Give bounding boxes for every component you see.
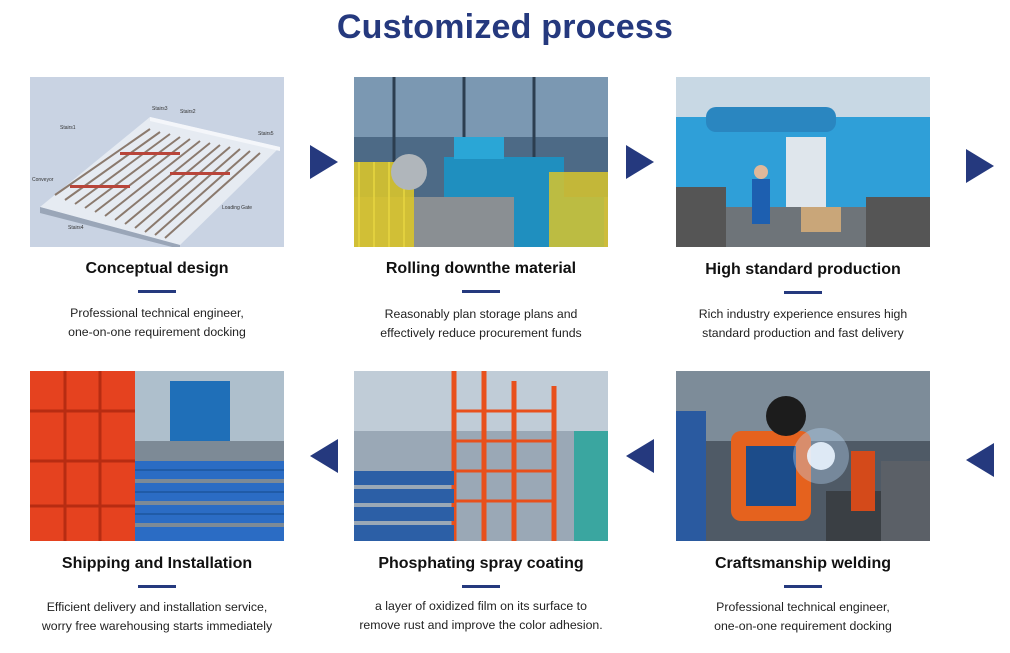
arrow-right-icon <box>626 145 654 179</box>
spray-coating-image <box>354 371 608 541</box>
title-underline <box>462 585 500 588</box>
title-underline <box>784 291 822 294</box>
render-label: Stairs5 <box>258 131 274 137</box>
arrow-right-icon <box>310 145 338 179</box>
welding-worker-image <box>676 371 930 541</box>
production-workshop-image <box>676 77 930 247</box>
title-underline <box>138 585 176 588</box>
step-title: Rolling downthe material <box>385 260 577 277</box>
render-label: Loading Gate <box>222 205 252 211</box>
step-description: Professional technical engineer,one-on-o… <box>68 306 246 339</box>
arrow-left-icon <box>966 443 994 477</box>
step-description: Professional technical engineer,one-on-o… <box>714 600 892 633</box>
title-underline <box>462 290 500 293</box>
render-label: Conveyor <box>32 177 54 183</box>
title-underline <box>138 290 176 293</box>
arrow-left-icon <box>310 439 338 473</box>
render-label: Stairs3 <box>152 106 168 112</box>
arrow-left-icon <box>626 439 654 473</box>
render-label: Stairs4 <box>68 225 84 231</box>
render-label: Stairs2 <box>180 109 196 115</box>
step-description: a layer of oxidized film on its surface … <box>359 599 603 632</box>
page-title: Customized process <box>336 8 674 46</box>
step-title: Conceptual design <box>85 260 229 277</box>
roll-forming-image <box>354 77 608 247</box>
arrow-right-icon <box>966 149 994 183</box>
step-description: Efficient delivery and installation serv… <box>41 600 273 633</box>
step-title: High standard production <box>705 261 901 278</box>
warehouse-render-image: Stairs1 Stairs2 Stairs3 Stairs4 Stairs5 … <box>30 77 284 247</box>
step-title: Phosphating spray coating <box>378 555 584 572</box>
render-label: Stairs1 <box>60 125 76 131</box>
step-title: Craftsmanship welding <box>714 555 892 572</box>
shipping-racks-image <box>30 371 284 541</box>
title-underline <box>784 585 822 588</box>
step-title: Shipping and Installation <box>61 555 253 572</box>
